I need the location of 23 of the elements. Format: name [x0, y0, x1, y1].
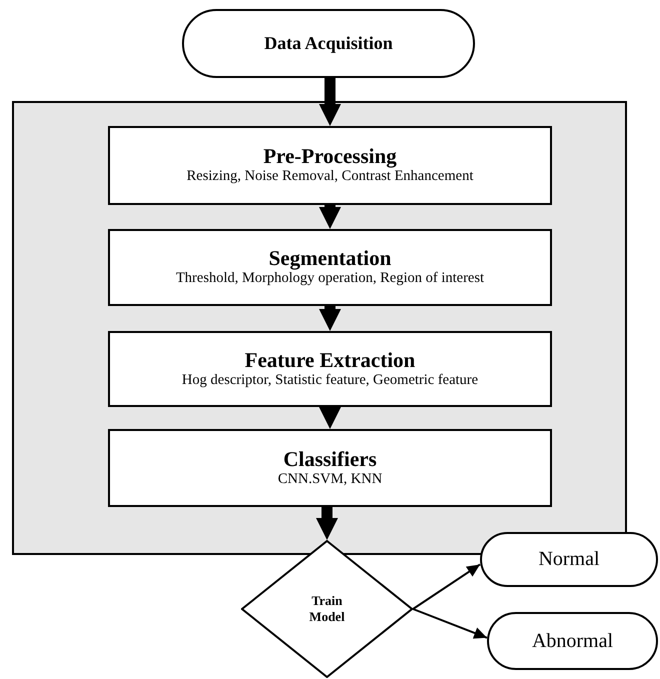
step-description: Resizing, Noise Removal, Contrast Enhancement	[186, 168, 474, 186]
process-box	[108, 429, 552, 507]
step-description: Hog descriptor, Statistic feature, Geometric feature	[182, 372, 478, 390]
arrow	[319, 306, 341, 331]
step-title: Feature Extraction	[244, 348, 416, 372]
node-label: Abnormal	[532, 630, 614, 652]
arrow	[319, 78, 341, 126]
step-title: Classifiers	[283, 448, 377, 471]
arrow	[316, 507, 338, 540]
arrow	[319, 205, 341, 229]
arrow	[319, 407, 341, 429]
arrow	[412, 564, 481, 610]
process-box	[108, 126, 552, 205]
process-box	[108, 331, 552, 407]
node-label: Train Model	[308, 592, 346, 626]
step-title: Pre-Processing	[263, 145, 397, 168]
node-label: Data Acquisition	[264, 33, 393, 54]
node-label: Normal	[538, 548, 600, 571]
process-box	[108, 229, 552, 306]
step-description: CNN.SVM, KNN	[278, 470, 382, 488]
step-description: Threshold, Morphology operation, Region of interest	[176, 270, 484, 288]
step-title: Segmentation	[268, 247, 392, 270]
arrow	[412, 608, 488, 639]
